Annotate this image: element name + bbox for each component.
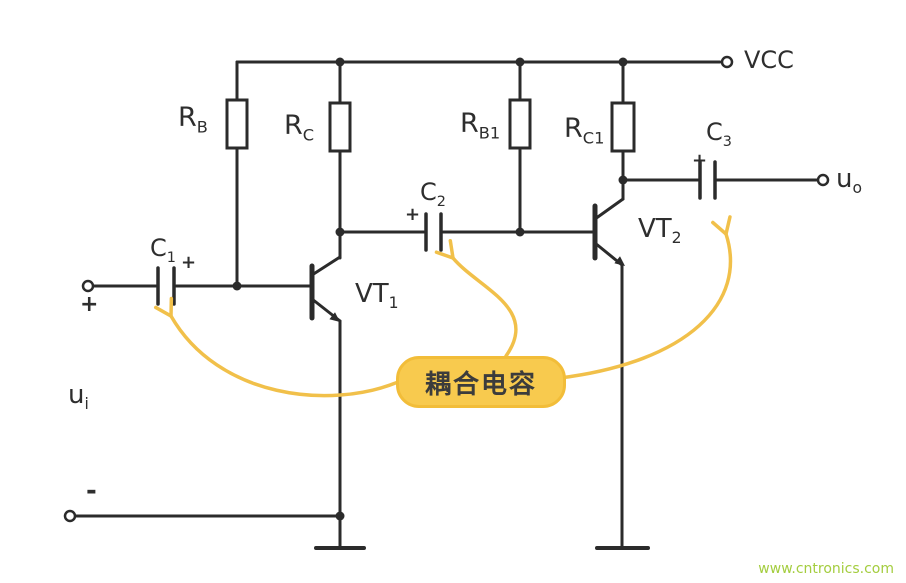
label-vt1: VT1 <box>355 281 399 312</box>
uo-sub: o <box>852 179 863 198</box>
label-vt2: VT2 <box>638 216 682 247</box>
resistor-rb <box>225 98 249 150</box>
junction-dot <box>335 227 345 237</box>
label-c2: C2 <box>420 180 446 209</box>
input-plus-terminal <box>81 279 95 293</box>
input-minus-terminal <box>63 509 77 523</box>
output-terminal <box>816 173 830 187</box>
c3-polarity-mark: + <box>692 150 708 171</box>
resistor-rc <box>328 101 352 153</box>
label-ui: ui <box>68 382 89 413</box>
resistor-rc1 <box>610 101 636 153</box>
input-minus-mark: - <box>86 476 97 506</box>
resistor-rb1 <box>508 98 532 150</box>
junction-dot <box>618 57 628 67</box>
label-c1: C1 <box>150 236 176 265</box>
junction-dot <box>232 281 242 291</box>
rc1-sub: C1 <box>582 128 605 148</box>
vt2-main: VT <box>638 214 672 244</box>
capacitor-c1 <box>156 266 176 306</box>
c2-sub: 2 <box>436 193 446 210</box>
annotation-arrow-c2 <box>434 238 518 358</box>
terminals <box>63 55 830 523</box>
rb-sub: B <box>196 117 208 137</box>
capacitor-c2 <box>424 212 443 252</box>
resistors <box>225 98 636 153</box>
junction-dot <box>618 175 628 185</box>
junction-dot <box>515 57 525 67</box>
label-rb1: RB1 <box>460 110 500 142</box>
vcc-text: VCC <box>744 46 794 74</box>
c2-main: C <box>420 178 437 206</box>
vt1-main: VT <box>355 279 389 309</box>
junction-dots <box>232 57 628 521</box>
c3-main: C <box>706 118 723 146</box>
rc-sub: C <box>302 125 315 145</box>
annotation-arrows <box>153 215 733 398</box>
vt1-sub: 1 <box>388 294 399 313</box>
c2-polarity-mark: + <box>405 204 421 225</box>
label-rc1: RC1 <box>564 115 604 147</box>
label-c3: C3 <box>706 120 732 149</box>
coupling-capacitor-annotation: 耦合电容 <box>396 356 566 408</box>
rc1-main: R <box>564 113 583 144</box>
rb1-sub: B1 <box>478 123 501 143</box>
uo-main: u <box>836 164 853 194</box>
vt2-sub: 2 <box>671 229 682 248</box>
input-plus-mark: + <box>80 292 99 317</box>
vt2-collector <box>593 197 625 221</box>
c3-sub: 3 <box>722 133 732 150</box>
transistor-vt1 <box>309 255 342 323</box>
emitter1-return-wire <box>73 319 342 550</box>
capacitor-c3 <box>698 160 717 200</box>
junction-dot <box>515 227 525 237</box>
c1-polarity-mark: + <box>181 252 197 273</box>
c1-main: C <box>150 234 167 262</box>
transistor-vt2 <box>592 197 625 267</box>
vt1-emitter-arrow <box>329 312 340 322</box>
ui-sub: i <box>84 395 89 414</box>
vcc-terminal <box>720 55 734 69</box>
label-vcc: VCC <box>744 48 794 72</box>
vt1-collector <box>310 255 342 277</box>
label-rc: RC <box>284 112 314 144</box>
rb1-main: R <box>460 108 479 139</box>
ui-main: u <box>68 380 85 410</box>
annotation-text: 耦合电容 <box>424 369 537 400</box>
label-rb: RB <box>178 104 208 136</box>
annotation-arrow-c3 <box>558 215 733 380</box>
c1-sub: 1 <box>166 249 176 266</box>
annotation-arrow-c1 <box>153 296 400 398</box>
rc-main: R <box>284 110 303 141</box>
watermark: www.cntronics.com <box>758 561 894 577</box>
rb-main: R <box>178 102 197 133</box>
vt2-emitter-arrow <box>614 256 625 266</box>
junction-dot <box>335 57 345 67</box>
junction-dot <box>335 511 345 521</box>
wires <box>73 60 820 550</box>
label-uo: uo <box>836 166 862 197</box>
